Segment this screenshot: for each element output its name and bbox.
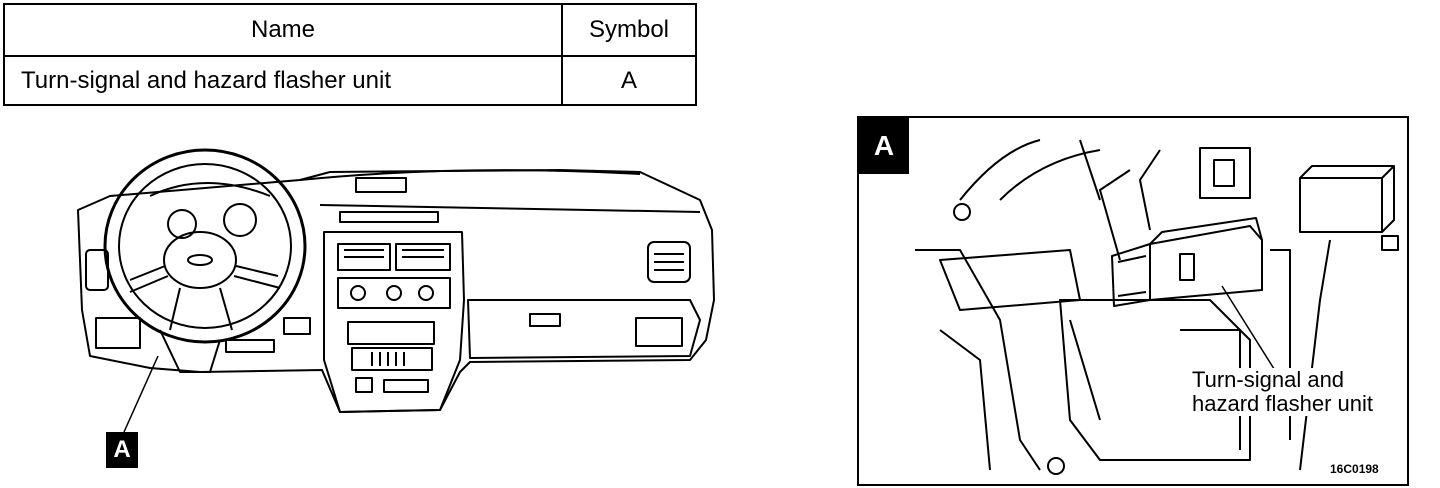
header-symbol: Symbol	[561, 3, 697, 57]
header-name: Name	[3, 3, 563, 57]
callout-line-1: Turn-signal and	[1192, 367, 1345, 392]
detail-view-frame	[857, 116, 1409, 486]
cell-part-symbol: A	[561, 55, 697, 106]
callout-line-2: hazard flasher unit	[1192, 391, 1373, 416]
cell-part-name: Turn-signal and hazard flasher unit	[3, 55, 563, 106]
flasher-unit-callout: Turn-signal and hazard flasher unit	[1190, 368, 1375, 416]
parts-table: Name Symbol Turn-signal and hazard flash…	[3, 3, 697, 106]
detail-marker-a: A	[859, 118, 909, 174]
table-row: Turn-signal and hazard flasher unit A	[3, 55, 697, 106]
table-header-row: Name Symbol	[3, 3, 697, 57]
location-marker-a: A	[106, 432, 138, 468]
detail-illustration	[915, 139, 1399, 475]
figure-code: 16C0198	[1330, 462, 1379, 476]
dashboard-illustration	[77, 148, 715, 433]
